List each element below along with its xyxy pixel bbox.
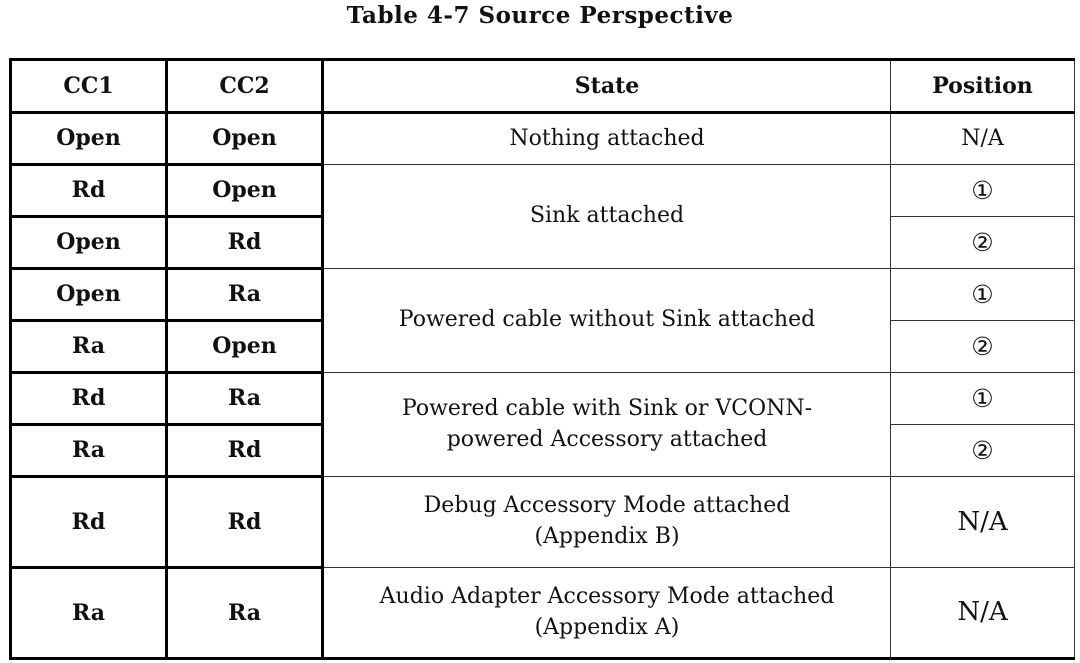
position-cell: ②: [890, 320, 1075, 373]
position-cell: N/A: [890, 112, 1075, 165]
position-cell: ②: [890, 424, 1075, 477]
cc1-cell: Rd: [9, 371, 168, 425]
cc1-cell: Ra: [9, 423, 168, 477]
state-line-1: Powered cable with Sink or VCONN-: [401, 395, 813, 421]
table-caption: Table 4-7 Source Perspective: [346, 2, 734, 29]
position-cell: N/A: [890, 476, 1075, 568]
header-cc2: CC2: [166, 58, 324, 114]
header-state: State: [322, 58, 891, 114]
table-row: Rd Rd Debug Accessory Mode attached (App…: [9, 475, 1075, 568]
cc1-cell: Rd: [9, 475, 168, 568]
table-row: Open Rd ②: [9, 215, 1075, 269]
cc1-cell: Ra: [9, 566, 168, 660]
cc2-cell: Ra: [166, 371, 324, 425]
state-line-1: Debug Accessory Mode attached: [423, 493, 791, 519]
state-cell: Audio Adapter Accessory Mode attached (A…: [322, 567, 891, 660]
cc1-cell: Open: [9, 111, 168, 165]
cc2-cell: Ra: [166, 267, 324, 321]
cc1-cell: Open: [9, 267, 168, 321]
state-cell: Debug Accessory Mode attached (Appendix …: [322, 476, 891, 568]
state-cell: Powered cable with Sink or VCONN- powere…: [322, 372, 891, 477]
position-cell: ①: [890, 164, 1075, 217]
table-row: Ra Open ②: [9, 319, 1075, 373]
cc2-cell: Rd: [166, 215, 324, 269]
table-row: Rd Ra Powered cable with Sink or VCONN- …: [9, 371, 1075, 477]
position-cell: ②: [890, 216, 1075, 269]
state-line-1: Audio Adapter Accessory Mode attached: [379, 583, 835, 609]
source-perspective-table: CC1 CC2 State Position Open Open Nothing…: [9, 58, 1075, 660]
cc1-cell: Ra: [9, 319, 168, 373]
cc2-cell: Open: [166, 111, 324, 165]
table-row: Ra Ra Audio Adapter Accessory Mode attac…: [9, 566, 1075, 660]
cc2-cell: Open: [166, 163, 324, 217]
table-row: Open Ra Powered cable without Sink attac…: [9, 267, 1075, 373]
table-row: Open Open Nothing attached N/A: [9, 111, 1075, 165]
header-position: Position: [890, 58, 1075, 114]
table-row: Rd Open Sink attached ①: [9, 163, 1075, 269]
state-cell: Sink attached: [322, 164, 891, 269]
header-row: CC1 CC2 State Position: [9, 58, 1075, 114]
cc2-cell: Ra: [166, 566, 324, 660]
cc1-cell: Rd: [9, 163, 168, 217]
state-cell: Nothing attached: [322, 112, 891, 165]
position-cell: ①: [890, 372, 1075, 425]
cc2-cell: Rd: [166, 475, 324, 568]
position-cell: N/A: [890, 567, 1075, 660]
cc1-cell: Open: [9, 215, 168, 269]
cc2-cell: Open: [166, 319, 324, 373]
cc2-cell: Rd: [166, 423, 324, 477]
state-cell: Powered cable without Sink attached: [322, 268, 891, 373]
position-cell: ①: [890, 268, 1075, 321]
state-line-2: powered Accessory attached: [446, 426, 768, 452]
table-row: Ra Rd ②: [9, 423, 1075, 477]
state-line-2: (Appendix B): [534, 524, 680, 549]
header-cc1: CC1: [9, 58, 168, 114]
state-line-2: (Appendix A): [534, 614, 680, 640]
